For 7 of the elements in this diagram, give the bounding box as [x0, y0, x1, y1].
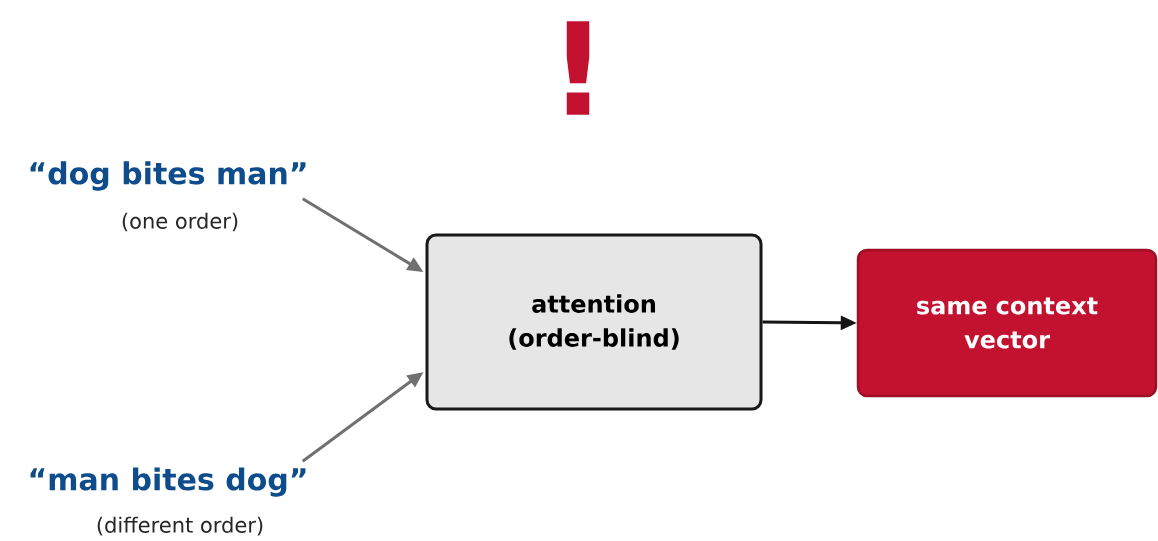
note-text: (one order) — [122, 212, 238, 232]
exclamation-mark: ! — [566, 21, 590, 115]
process-box: attention (order-blind) — [425, 233, 763, 411]
quoted-phrase: “man bites dog” — [30, 467, 306, 497]
quoted-phrase: “dog bites man” — [30, 161, 306, 191]
note-text: (different order) — [97, 516, 263, 536]
output-box: same context vector — [856, 248, 1158, 398]
